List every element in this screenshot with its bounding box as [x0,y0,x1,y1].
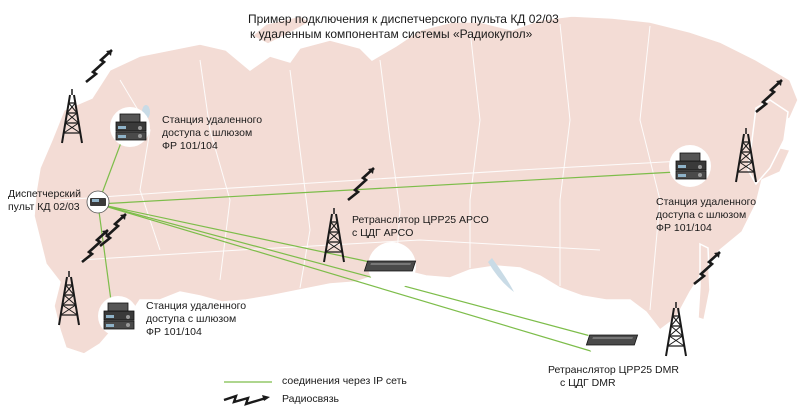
station-sw-label-line-3: ФР 101/104 [146,326,202,338]
station-east-label: Станция удаленного доступа с шлюзом ФР 1… [656,196,756,235]
station-nw-label: Станция удаленного доступа с шлюзом ФР 1… [162,114,262,153]
diagram-title: Пример подключения к диспетчерского пуль… [248,12,559,42]
station-east-label-line-2: доступа с шлюзом [656,209,747,221]
station-east-label-line-3: ФР 101/104 [656,222,712,234]
repeater-apco-label-line-2: с ЦДГ APCO [352,227,414,239]
station-east-label-line-1: Станция удаленного [656,196,757,208]
legend-radio-bolt [223,394,270,406]
station-nw-node [110,107,150,147]
dispatcher-label-line-2: пульт КД 02/03 [8,201,80,213]
novaya-zemlya-island [250,15,312,45]
repeater-dmr-label-line-2: с ЦДГ DMR [560,377,616,389]
ip-link-repeater-dmr-b [97,203,595,353]
diagram-title-line-1: Пример подключения к диспетчерского пуль… [248,12,559,26]
dispatcher-label: Диспетчерский пульт КД 02/03 [8,188,81,214]
ip-link-station-sw [97,203,113,309]
repeater-dmr-label-line-1: Ретранслятор ЦРР25 DMR [548,364,679,376]
station-sw-label-line-1: Станция удаленного [146,300,247,312]
dispatcher-node [86,190,110,214]
station-nw-label-line-1: Станция удаленного [162,114,263,126]
ip-links [97,139,677,353]
station-sw-label-line-2: доступа с шлюзом [146,313,237,325]
repeater-dmr-label: Ретранслятор ЦРР25 DMR с ЦДГ DMR [548,364,679,390]
station-sw-label: Станция удаленного доступа с шлюзом ФР 1… [146,300,246,339]
ip-link-repeater-dmr-a [97,203,599,339]
station-nw-label-line-3: ФР 101/104 [162,140,218,152]
repeater-apco-label: Ретранслятор ЦРР25 APCO с ЦДГ APCO [352,214,489,240]
station-nw-label-line-2: доступа с шлюзом [162,127,253,139]
station-east-node [669,145,711,187]
lake-baikal [488,258,514,292]
station-sw-node [98,296,138,336]
repeater-dmr-node [585,316,639,364]
repeater-apco-node [363,242,417,290]
legend-radio-label: Радиосвязь [282,393,340,405]
ip-link-station-east [97,171,677,205]
diagram-title-line-2: к удаленным компонентам системы «Радиоку… [250,27,533,41]
dispatcher-label-line-1: Диспетчерский [8,188,81,200]
repeater-apco-label-line-1: Ретранслятор ЦРР25 APCO [352,214,489,226]
sakhalin-island [697,242,711,321]
legend-ip-label: соединения через IP сеть [282,375,407,387]
